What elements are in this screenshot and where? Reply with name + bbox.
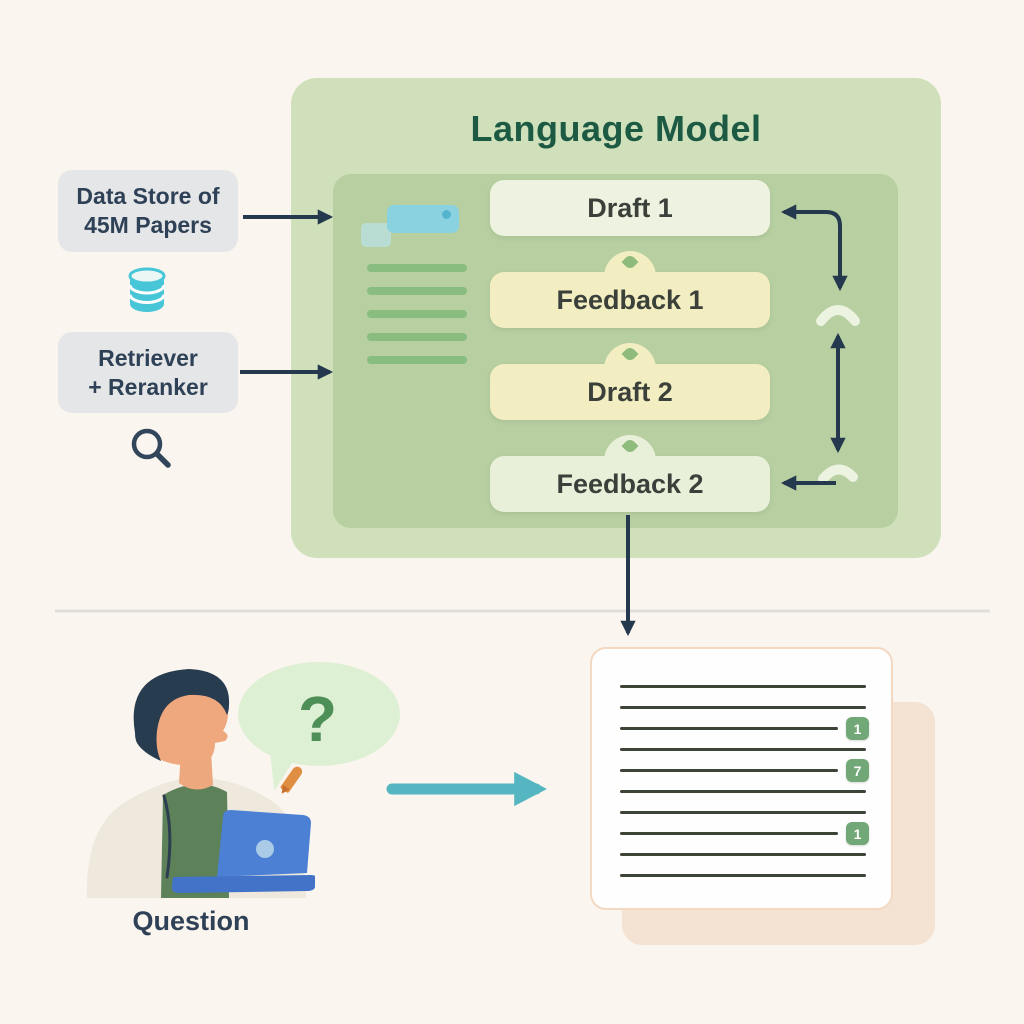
retriever-line2: + Reranker <box>88 373 208 400</box>
step-label: Feedback 1 <box>556 284 704 315</box>
question-mark: ? <box>298 683 338 755</box>
data-store-line1: Data Store of <box>76 183 220 209</box>
laptop-logo <box>256 840 274 858</box>
citation-badge: 1 <box>846 822 869 845</box>
citation-badge: 1 <box>846 717 869 740</box>
data-store-label: Data Store of 45M Papers <box>58 170 238 252</box>
magnifier-icon <box>128 426 174 470</box>
step-label: Feedback 2 <box>556 468 704 499</box>
language-model-box: Language Model Draft 1 Feedback 1 Draft … <box>291 78 941 558</box>
text-lines-decoration <box>367 264 467 379</box>
leaf-icon <box>621 437 639 455</box>
retriever-label: Retriever + Reranker <box>58 332 238 413</box>
paper-back-card <box>361 223 391 247</box>
step-feedback-2: Feedback 2 <box>490 435 770 512</box>
speech-bubble <box>238 662 400 766</box>
connector-bump <box>604 343 656 369</box>
database-icon <box>126 266 168 314</box>
step-feedback-1: Feedback 1 <box>490 251 770 328</box>
retriever-line1: Retriever <box>98 344 198 371</box>
data-store-line2: 45M Papers <box>84 212 212 238</box>
step-label: Draft 1 <box>587 192 673 223</box>
connector-bump <box>604 435 656 461</box>
leaf-icon <box>621 345 639 363</box>
retrieved-papers-icon <box>361 204 471 254</box>
answer-document: 1 7 1 <box>590 647 893 910</box>
connector-bump <box>604 251 656 277</box>
document-lines <box>620 685 866 895</box>
draft-feedback-panel: Draft 1 Feedback 1 Draft 2 Feedback 2 <box>333 174 898 528</box>
paper-dot <box>442 210 451 219</box>
laptop-base <box>171 875 318 893</box>
step-draft-2: Draft 2 <box>490 343 770 420</box>
paper-front-card <box>387 205 459 233</box>
step-label: Draft 2 <box>587 376 673 407</box>
question-label: Question <box>132 906 250 936</box>
citation-badge: 7 <box>846 759 869 782</box>
language-model-title: Language Model <box>470 108 762 149</box>
step-draft-1: Draft 1 <box>490 180 770 236</box>
person-illustration <box>75 655 318 900</box>
leaf-icon <box>621 253 639 271</box>
